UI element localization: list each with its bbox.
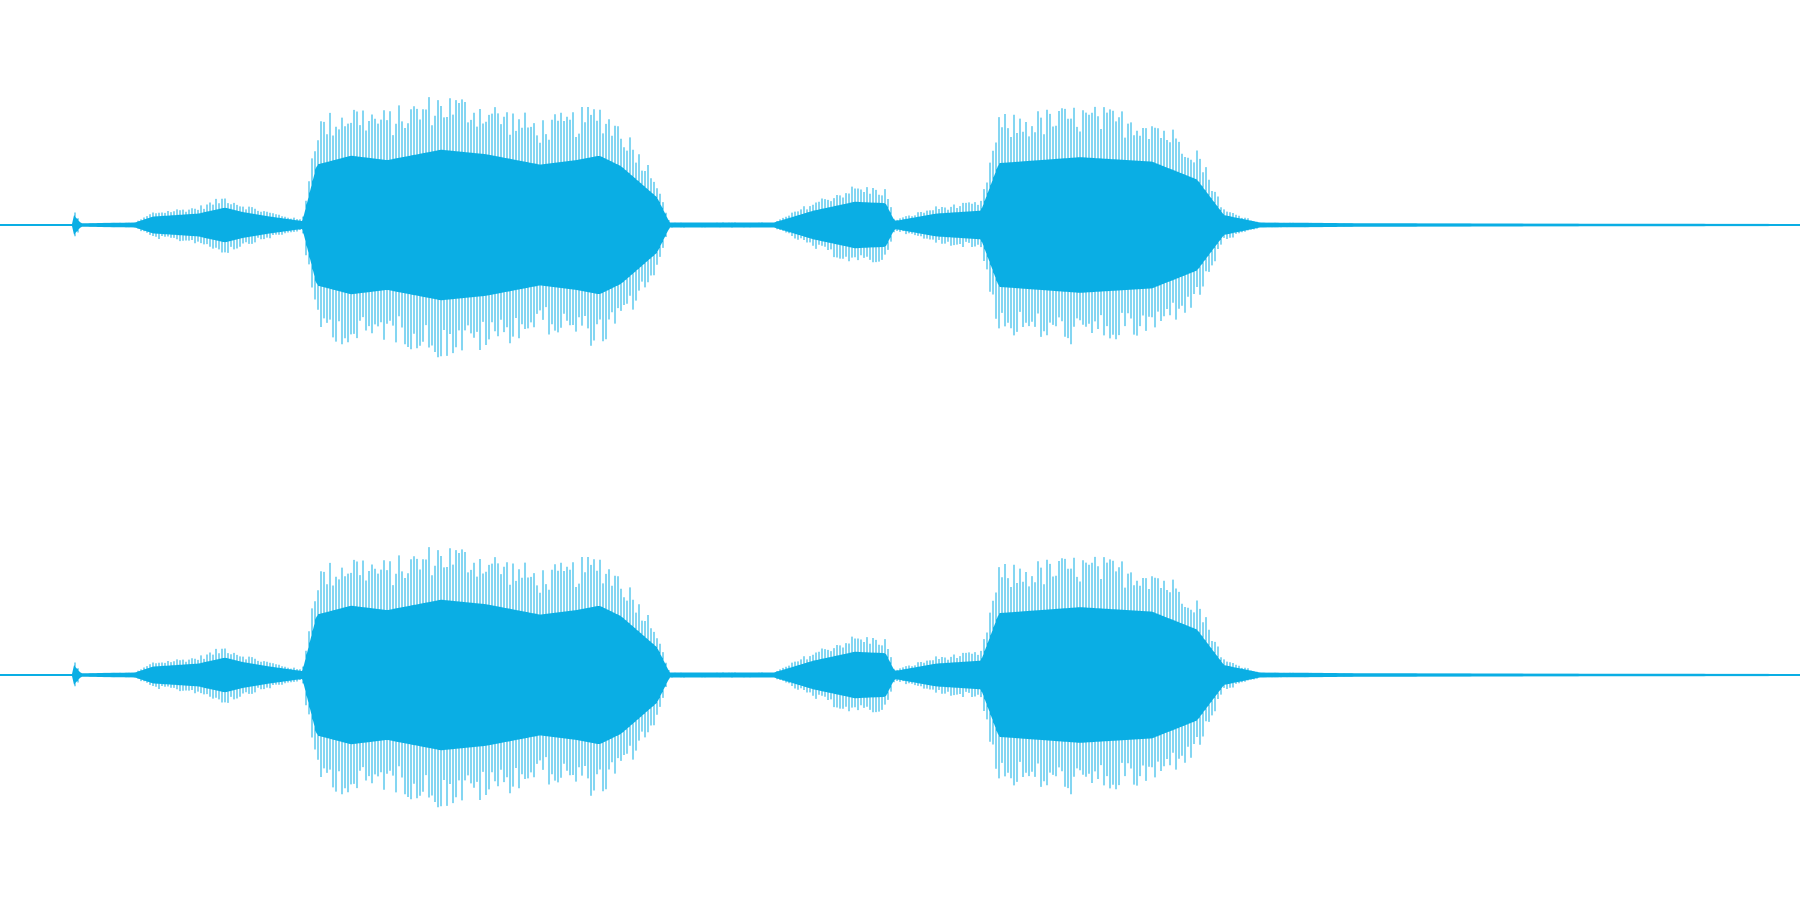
waveform-peaks — [74, 547, 1567, 808]
waveform-channel-1 — [0, 97, 1800, 358]
waveform-peaks — [74, 97, 1567, 358]
audio-channel-2 — [0, 450, 1800, 900]
audio-channel-1 — [0, 97, 1800, 358]
waveform-channel-2 — [0, 547, 1800, 808]
